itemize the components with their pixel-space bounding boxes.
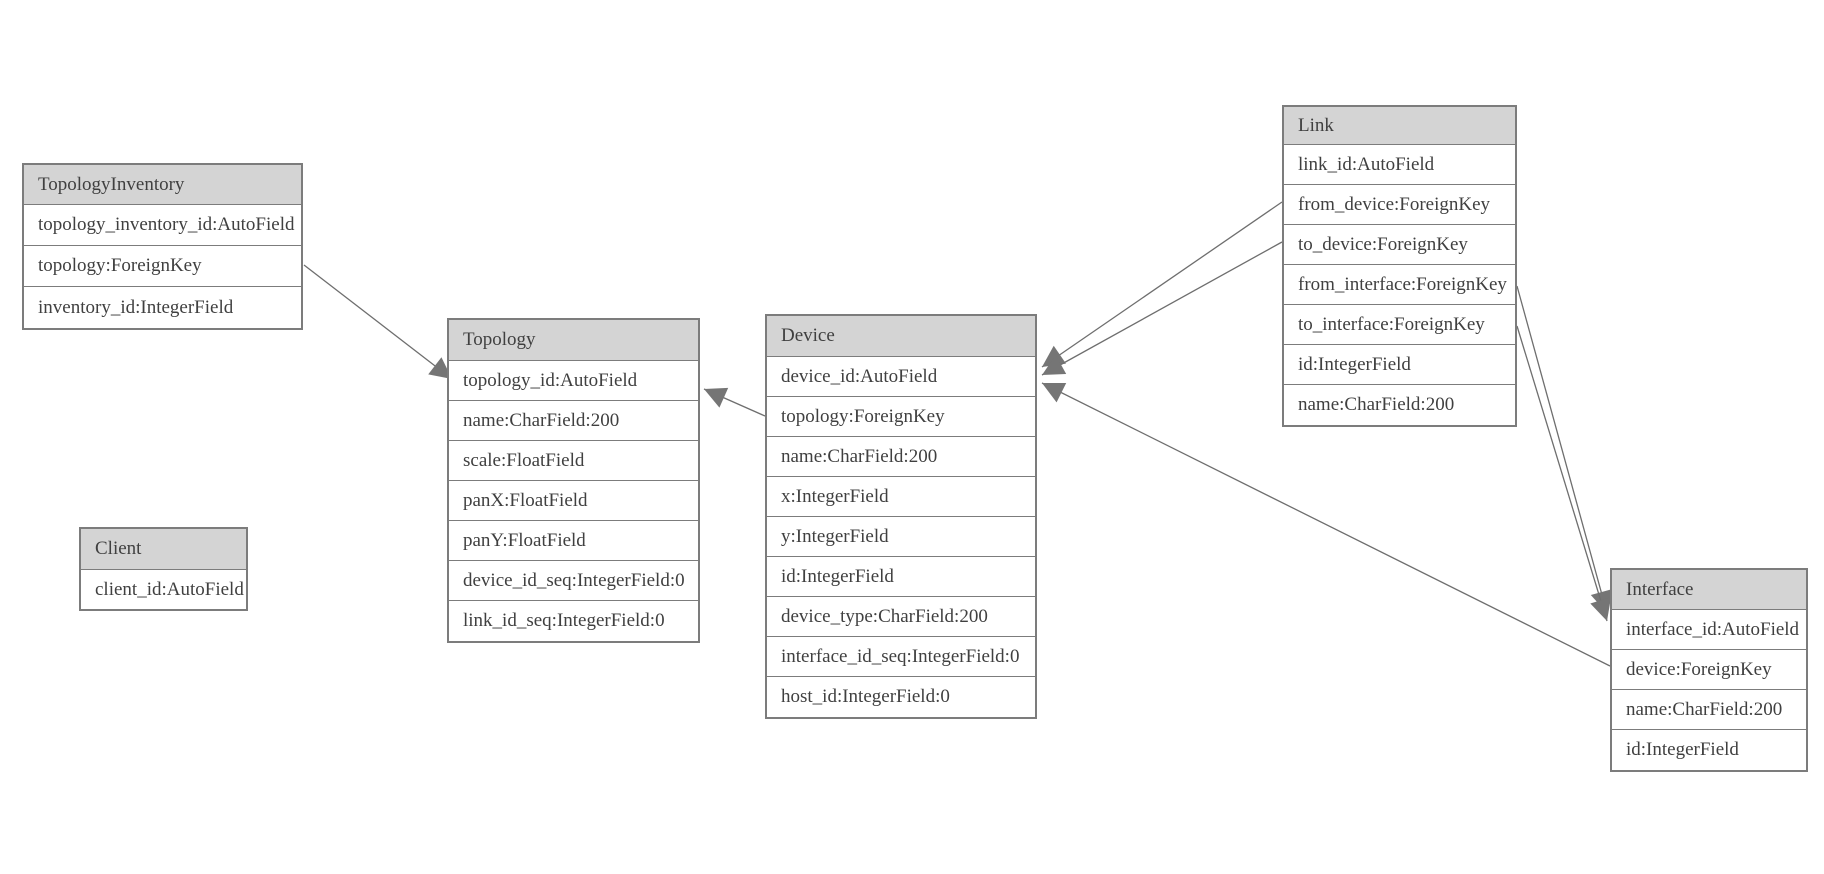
entity-title-device: Device — [767, 316, 1035, 357]
edge-device-topology — [703, 387, 766, 417]
field-row: id:IntegerField — [1612, 730, 1806, 770]
field-row: interface_id:AutoField — [1612, 610, 1806, 650]
edge-link-fromdevice-device — [1041, 201, 1283, 368]
field-row: name:CharField:200 — [1612, 690, 1806, 730]
field-row: inventory_id:IntegerField — [24, 287, 301, 328]
edge-link-frominterface-interface — [1516, 285, 1612, 614]
field-row: panX:FloatField — [449, 481, 698, 521]
field-row: name:CharField:200 — [767, 437, 1035, 477]
entity-title-client: Client — [81, 529, 246, 570]
field-row: to_interface:ForeignKey — [1284, 305, 1515, 345]
field-row: host_id:IntegerField:0 — [767, 677, 1035, 717]
entity-title-link: Link — [1284, 107, 1515, 145]
field-row: topology:ForeignKey — [767, 397, 1035, 437]
edge-topologyinventory-topology — [303, 264, 453, 380]
field-row: name:CharField:200 — [449, 401, 698, 441]
field-row: id:IntegerField — [767, 557, 1035, 597]
field-row: interface_id_seq:IntegerField:0 — [767, 637, 1035, 677]
field-row: panY:FloatField — [449, 521, 698, 561]
field-row: link_id:AutoField — [1284, 145, 1515, 185]
field-row: id:IntegerField — [1284, 345, 1515, 385]
field-row: topology:ForeignKey — [24, 246, 301, 287]
field-row: client_id:AutoField — [81, 570, 246, 609]
field-row: device_id:AutoField — [767, 357, 1035, 397]
field-row: link_id_seq:IntegerField:0 — [449, 601, 698, 641]
edge-link-tointerface-interface — [1516, 325, 1612, 622]
field-row: scale:FloatField — [449, 441, 698, 481]
field-row: topology_inventory_id:AutoField — [24, 205, 301, 246]
field-row: from_interface:ForeignKey — [1284, 265, 1515, 305]
field-row: topology_id:AutoField — [449, 361, 698, 401]
field-row: device:ForeignKey — [1612, 650, 1806, 690]
edge-link-todevice-device — [1041, 241, 1283, 376]
field-row: y:IntegerField — [767, 517, 1035, 557]
field-row: to_device:ForeignKey — [1284, 225, 1515, 265]
field-row: name:CharField:200 — [1284, 385, 1515, 425]
entity-title-topology-inventory: TopologyInventory — [24, 165, 301, 205]
entity-title-interface: Interface — [1612, 570, 1806, 610]
field-row: from_device:ForeignKey — [1284, 185, 1515, 225]
field-row: device_id_seq:IntegerField:0 — [449, 561, 698, 601]
field-row: device_type:CharField:200 — [767, 597, 1035, 637]
field-row: x:IntegerField — [767, 477, 1035, 517]
entity-title-topology: Topology — [449, 320, 698, 361]
